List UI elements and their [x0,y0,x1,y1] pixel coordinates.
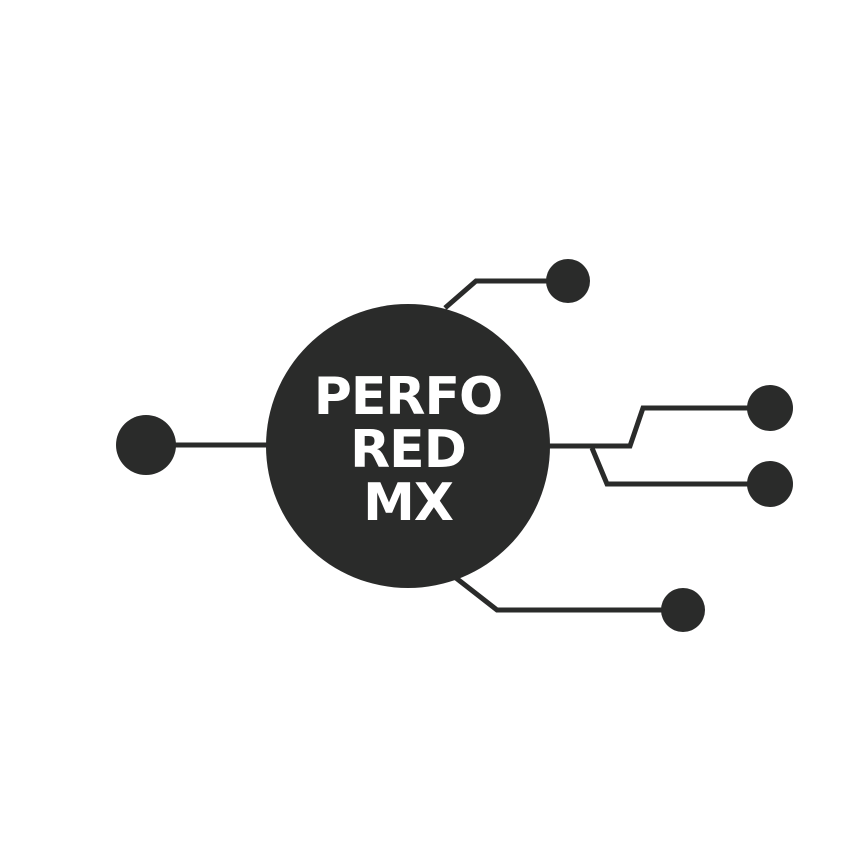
logo-text-line-3: MX [363,473,454,533]
trace-right-lower [589,447,770,487]
node-top [546,259,590,303]
node-left [116,415,176,475]
node-bottom [661,588,705,632]
trace-right-upper [548,405,770,449]
node-right-lower [747,461,793,507]
logo-text-line-1: PERFO [314,367,502,427]
central-circle [266,304,550,588]
trace-bottom [454,576,683,613]
node-right-upper [747,385,793,431]
logo-text-line-2: RED [350,420,466,480]
trace-top [443,278,568,310]
circuit-traces [146,278,770,613]
circuit-nodes [116,259,793,632]
